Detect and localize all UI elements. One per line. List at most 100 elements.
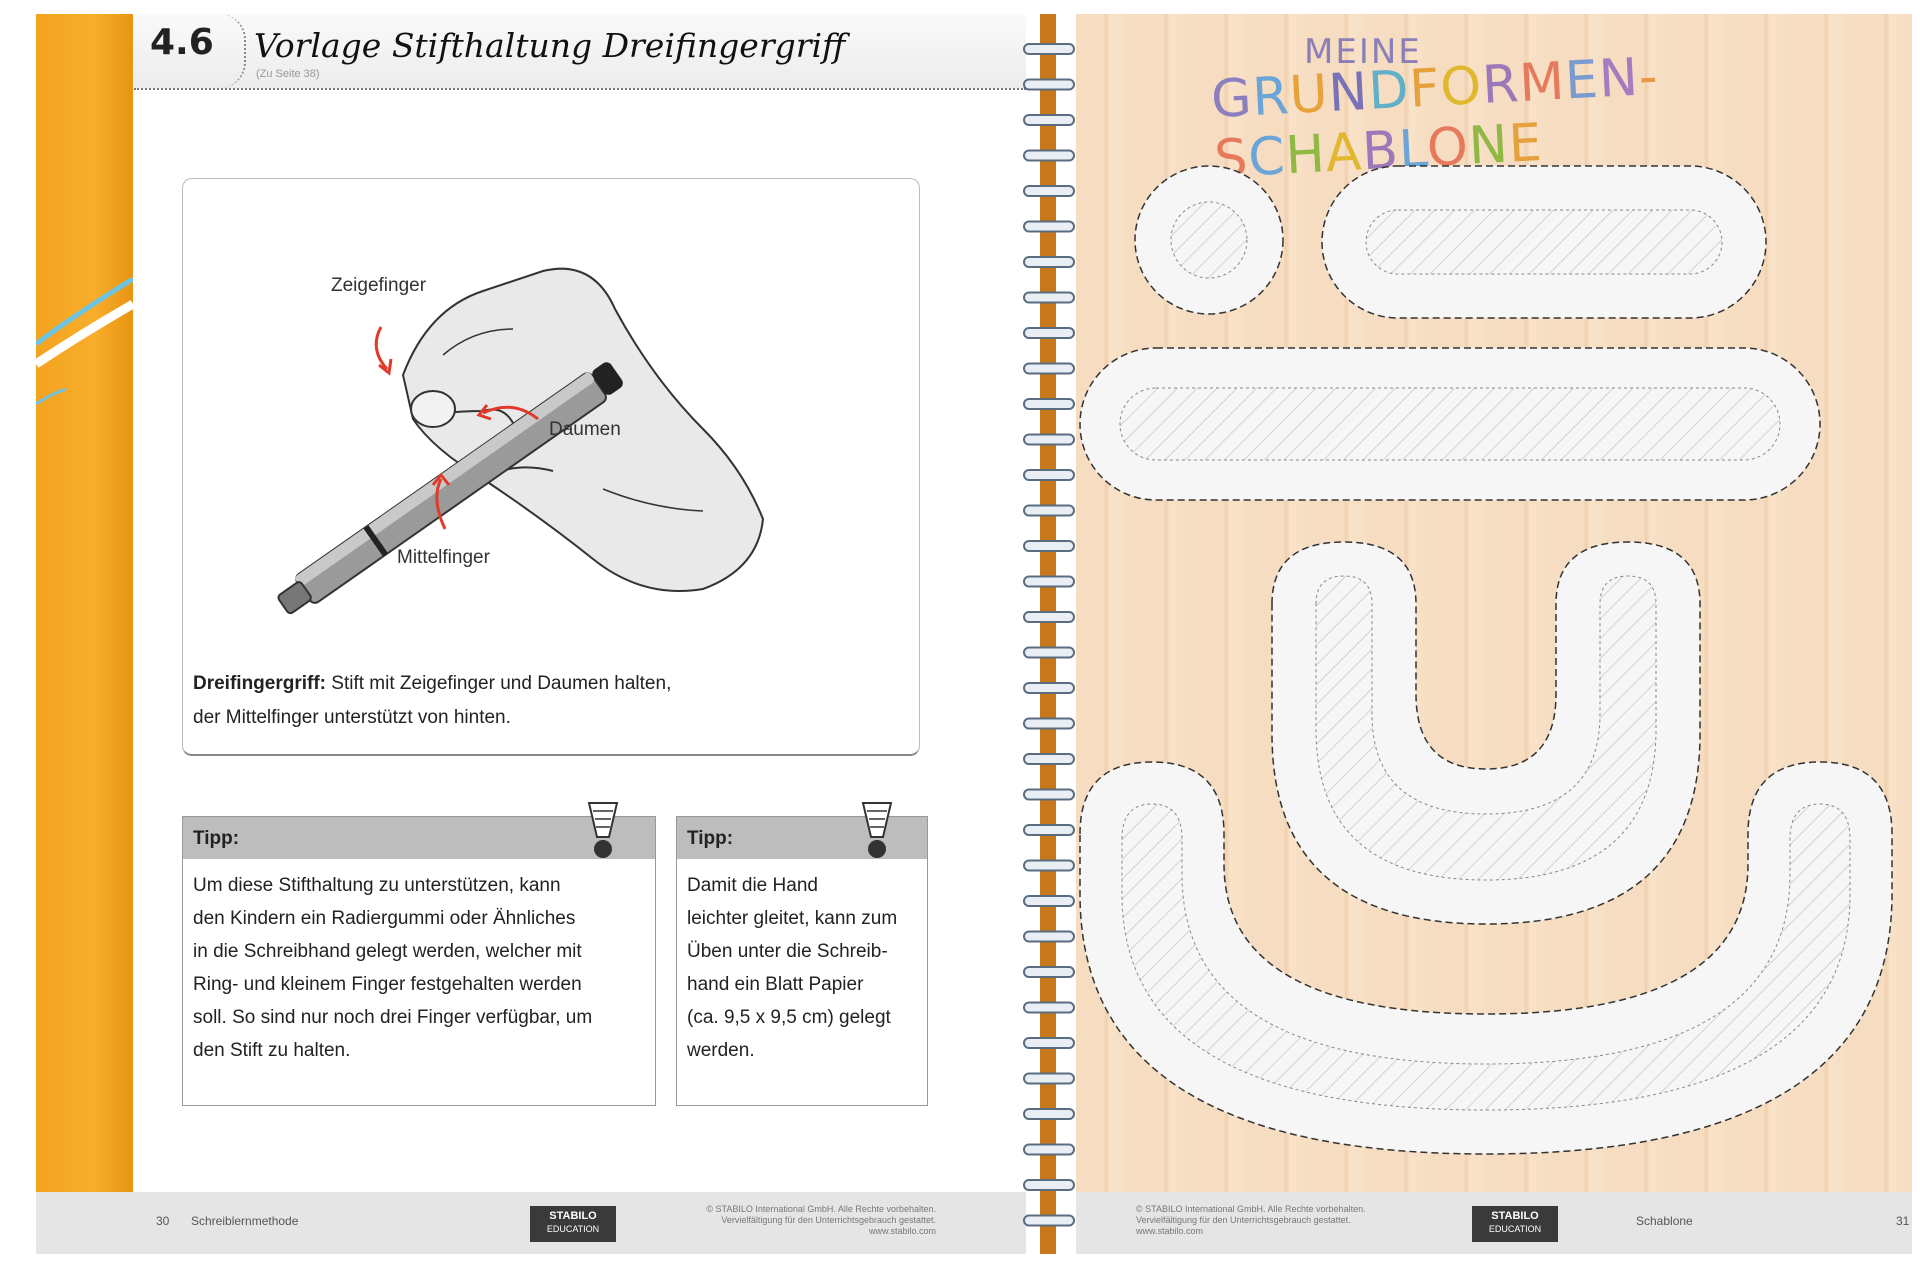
caption-line-2: der Mittelfinger unterstützt von hinten.	[193, 707, 511, 728]
tip-box-1: Tipp: Um diese Stifthaltung zu unterstüt…	[182, 802, 656, 1106]
tip-box-2: Tipp: Damit die Hand leichter gleitet, k…	[676, 802, 928, 1106]
spiral-ring	[1023, 149, 1075, 162]
label-middle-finger: Mittelfinger	[397, 547, 490, 568]
spiral-ring	[1023, 1001, 1075, 1014]
spiral-ring	[1023, 504, 1075, 517]
tip-2-line: Üben unter die Schreib-	[687, 941, 888, 962]
decorative-swoosh	[36, 276, 133, 406]
brand-sub: EDUCATION	[1488, 1224, 1542, 1234]
spiral-ring	[1023, 469, 1075, 481]
spiral-ring	[1023, 185, 1075, 197]
illustration-caption: Dreifingergriff: Stift mit Zeigefinger u…	[193, 667, 893, 735]
tip-1-line: soll. So sind nur noch drei Finger verfü…	[193, 1007, 593, 1028]
right-footer-series: Schablone	[1636, 1214, 1693, 1228]
hand-holding-pen-illustration	[277, 267, 765, 615]
tip-1-line: den Stift zu halten.	[193, 1040, 351, 1061]
shuttlecock-exclamation-icon	[861, 802, 893, 858]
tip-1-text: Um diese Stifthaltung zu unterstützen, k…	[183, 859, 655, 1077]
brand-name: STABILO	[1491, 1210, 1539, 1222]
spiral-ring	[1023, 114, 1075, 126]
label-index-finger: Zeigefinger	[331, 275, 427, 296]
spiral-ring	[1023, 1037, 1075, 1049]
brand-sub: EDUCATION	[546, 1224, 600, 1234]
spiral-ring	[1023, 824, 1075, 836]
orange-margin-strip	[36, 14, 133, 1254]
spiral-ring	[1023, 78, 1075, 91]
book-spread: 4.6 Vorlage Stifthaltung Dreifingergriff…	[36, 14, 1912, 1254]
spiral-ring	[1023, 540, 1075, 552]
u-arc-shape	[1271, 541, 1701, 925]
illustration-card: Zeigefinger Daumen Mittelfinger Dreifing…	[182, 178, 920, 756]
tip-1-line: Um diese Stifthaltung zu unterstützen, k…	[193, 875, 561, 896]
spiral-ring	[1023, 717, 1075, 730]
tip-1-line: den Kindern ein Radiergummi oder Ähnlich…	[193, 908, 576, 929]
spiral-ring	[1023, 398, 1075, 410]
left-page: 4.6 Vorlage Stifthaltung Dreifingergriff…	[36, 14, 1026, 1254]
spiral-ring	[1023, 895, 1075, 907]
copyright-line: Vervielfältigung für den Unterrichtsgebr…	[721, 1215, 936, 1225]
spiral-ring	[1023, 433, 1075, 446]
spiral-ring	[1023, 1179, 1075, 1191]
chapter-separator	[220, 14, 246, 88]
spiral-ring	[1023, 220, 1075, 233]
label-thumb: Daumen	[549, 419, 621, 440]
page-title: Vorlage Stifthaltung Dreifingergriff	[254, 26, 846, 65]
tip-2-title: Tipp:	[687, 828, 734, 849]
spiral-ring	[1023, 1072, 1075, 1085]
right-footer: © STABILO International GmbH. Alle Recht…	[1076, 1192, 1912, 1254]
spiral-ring	[1023, 256, 1075, 268]
left-footer: 30 Schreiblernmethode STABILO EDUCATION …	[36, 1192, 1026, 1254]
legal-line: © STABILO International GmbH. Alle Recht…	[1136, 1204, 1366, 1214]
legal-line: www.stabilo.com	[1136, 1226, 1204, 1236]
right-legal: © STABILO International GmbH. Alle Recht…	[1136, 1204, 1456, 1237]
spiral-ring	[1023, 788, 1075, 801]
spiral-ring	[1023, 43, 1075, 55]
spiral-ring	[1023, 362, 1075, 375]
tip-1-header: Tipp:	[183, 802, 655, 859]
short-capsule-shape	[1321, 165, 1767, 319]
right-page-number: 31	[1896, 1214, 1910, 1228]
tip-2-text: Damit die Hand leichter gleitet, kann zu…	[677, 859, 927, 1077]
copyright-line: © STABILO International GmbH. Alle Recht…	[706, 1204, 936, 1214]
spiral-ring	[1023, 1143, 1075, 1156]
copyright-line: www.stabilo.com	[868, 1226, 936, 1236]
spiral-ring	[1023, 966, 1075, 978]
large-arc-shape	[1079, 761, 1893, 1155]
spiral-ring	[1023, 1108, 1075, 1120]
spiral-ring	[1023, 682, 1075, 694]
brand-logo-right: STABILO EDUCATION	[1472, 1206, 1558, 1242]
brand-logo: STABILO EDUCATION	[530, 1206, 616, 1242]
spiral-binding	[1016, 14, 1096, 1254]
spiral-ring	[1023, 859, 1075, 872]
tip-2-line: Damit die Hand	[687, 875, 818, 896]
chapter-number: 4.6	[150, 22, 214, 63]
long-capsule-shape	[1079, 347, 1821, 501]
brand-name: STABILO	[549, 1210, 597, 1222]
left-footer-series: Schreiblernmethode	[191, 1214, 299, 1228]
spiral-ring	[1023, 575, 1075, 588]
tip-1-title: Tipp:	[193, 828, 240, 849]
left-copyright: © STABILO International GmbH. Alle Recht…	[636, 1204, 936, 1237]
caption-term: Dreifingergriff:	[193, 673, 326, 694]
tip-1-line: Ring- und kleinem Finger festgehalten we…	[193, 974, 582, 995]
spiral-ring	[1023, 611, 1075, 623]
spiral-ring	[1023, 930, 1075, 943]
right-page: MEINE GRUNDFORMEN-SCHABLONE	[1076, 14, 1912, 1254]
spiral-ring	[1023, 753, 1075, 765]
page-subtitle: (Zu Seite 38)	[256, 68, 320, 80]
legal-line: Vervielfältigung für den Unterrichtsgebr…	[1136, 1215, 1351, 1225]
spiral-ring	[1023, 1214, 1075, 1227]
shuttlecock-exclamation-icon	[587, 802, 619, 858]
spiral-ring	[1023, 646, 1075, 659]
caption-text: Stift mit Zeigefinger und Daumen halten,	[326, 673, 672, 694]
spiral-rings	[1023, 14, 1075, 1254]
template-title-small: MEINE	[1304, 32, 1422, 72]
tip-2-line: hand ein Blatt Papier	[687, 974, 864, 995]
circle-shape	[1134, 165, 1284, 315]
spiral-ring	[1023, 327, 1075, 339]
shape-template-svg	[1079, 165, 1893, 1155]
tip-2-line: werden.	[687, 1040, 755, 1061]
tip-1-line: in die Schreibhand gelegt werden, welche…	[193, 941, 582, 962]
tip-2-line: (ca. 9,5 x 9,5 cm) gelegt	[687, 1007, 891, 1028]
page-header: 4.6 Vorlage Stifthaltung Dreifingergriff…	[134, 14, 1026, 90]
